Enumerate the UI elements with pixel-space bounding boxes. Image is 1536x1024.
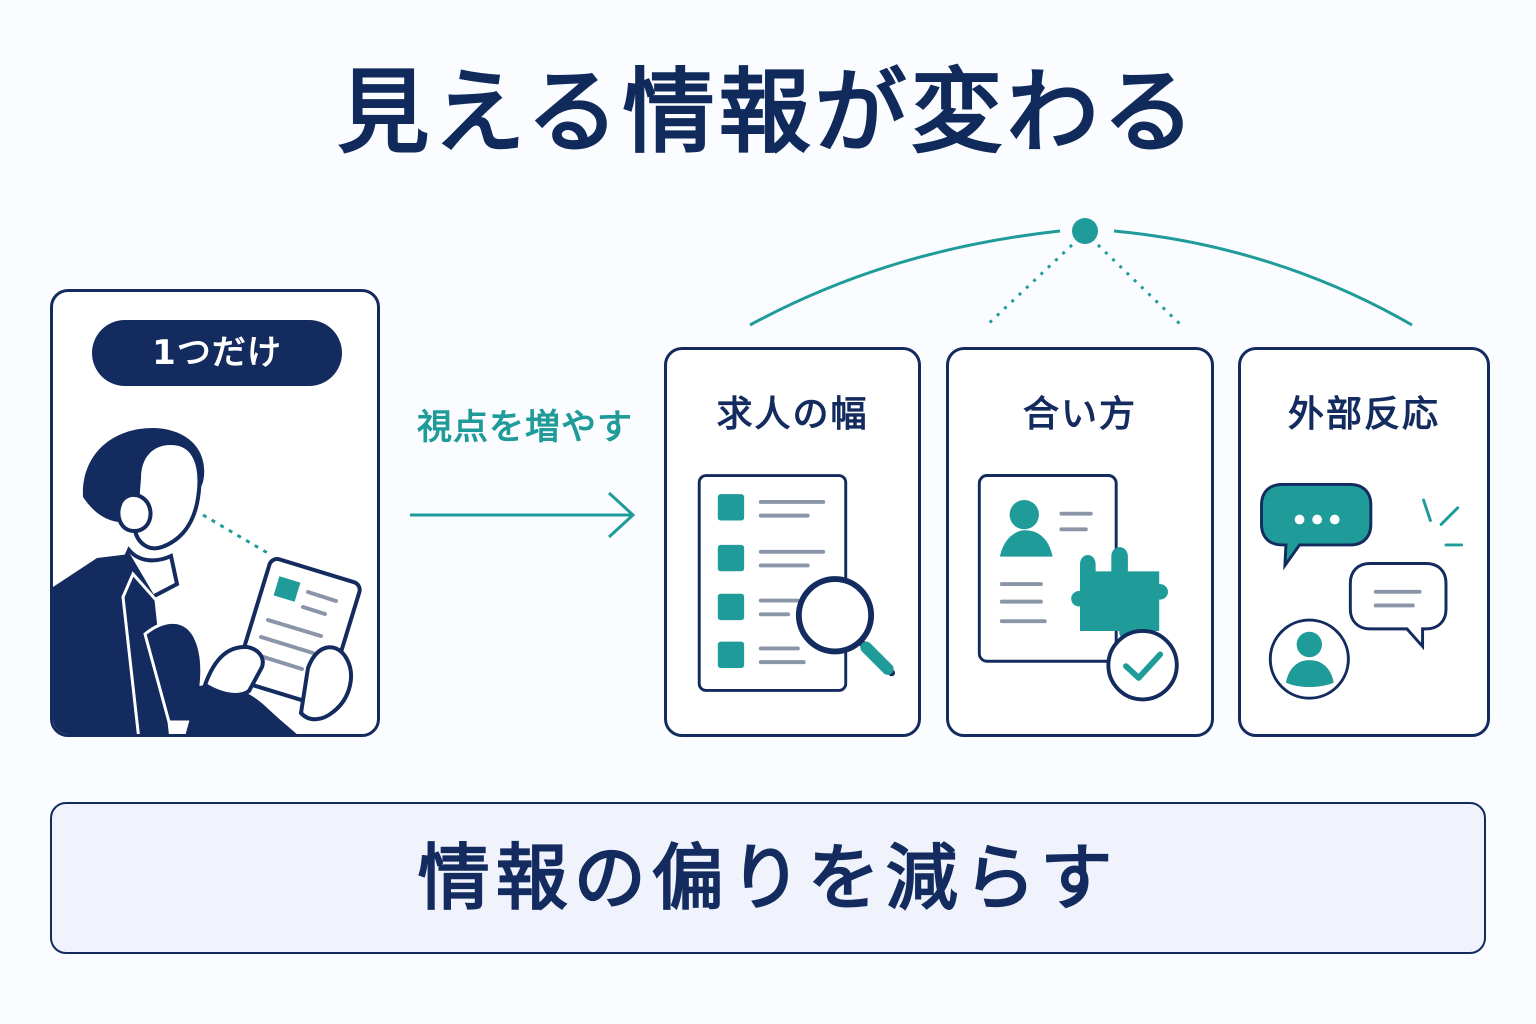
external-feedback-card: 外部反応 xyxy=(1238,347,1490,737)
fit-card: 合い方 xyxy=(946,347,1214,737)
right-arrow-icon xyxy=(410,491,636,539)
single-view-badge: 1つだけ xyxy=(92,320,342,386)
person-illustration xyxy=(53,427,297,734)
chat-feedback-icon xyxy=(1260,482,1464,700)
connection-arc xyxy=(749,218,1413,328)
summary-text: 情報の偏りを減らす xyxy=(417,836,1119,920)
increase-viewpoints-label: 視点を増やす xyxy=(416,408,633,448)
job-range-card: 求人の幅 xyxy=(664,347,921,737)
hands-holding-tablet xyxy=(202,644,353,722)
profile-puzzle-check-icon xyxy=(977,474,1179,702)
line-of-sight xyxy=(202,513,272,557)
person-reading-document-icon xyxy=(53,427,362,734)
single-viewpoint-panel: 1つだけ xyxy=(50,289,380,737)
external-feedback-title: 外部反応 xyxy=(1287,394,1440,435)
job-range-title: 求人の幅 xyxy=(716,394,869,435)
summary-box: 情報の偏りを減らす xyxy=(50,802,1486,954)
fit-title: 合い方 xyxy=(1022,394,1137,435)
hub-node-icon xyxy=(1072,218,1098,244)
page-title: 見える情報が変わる xyxy=(337,59,1199,166)
job-list-magnifier-icon xyxy=(697,474,896,692)
